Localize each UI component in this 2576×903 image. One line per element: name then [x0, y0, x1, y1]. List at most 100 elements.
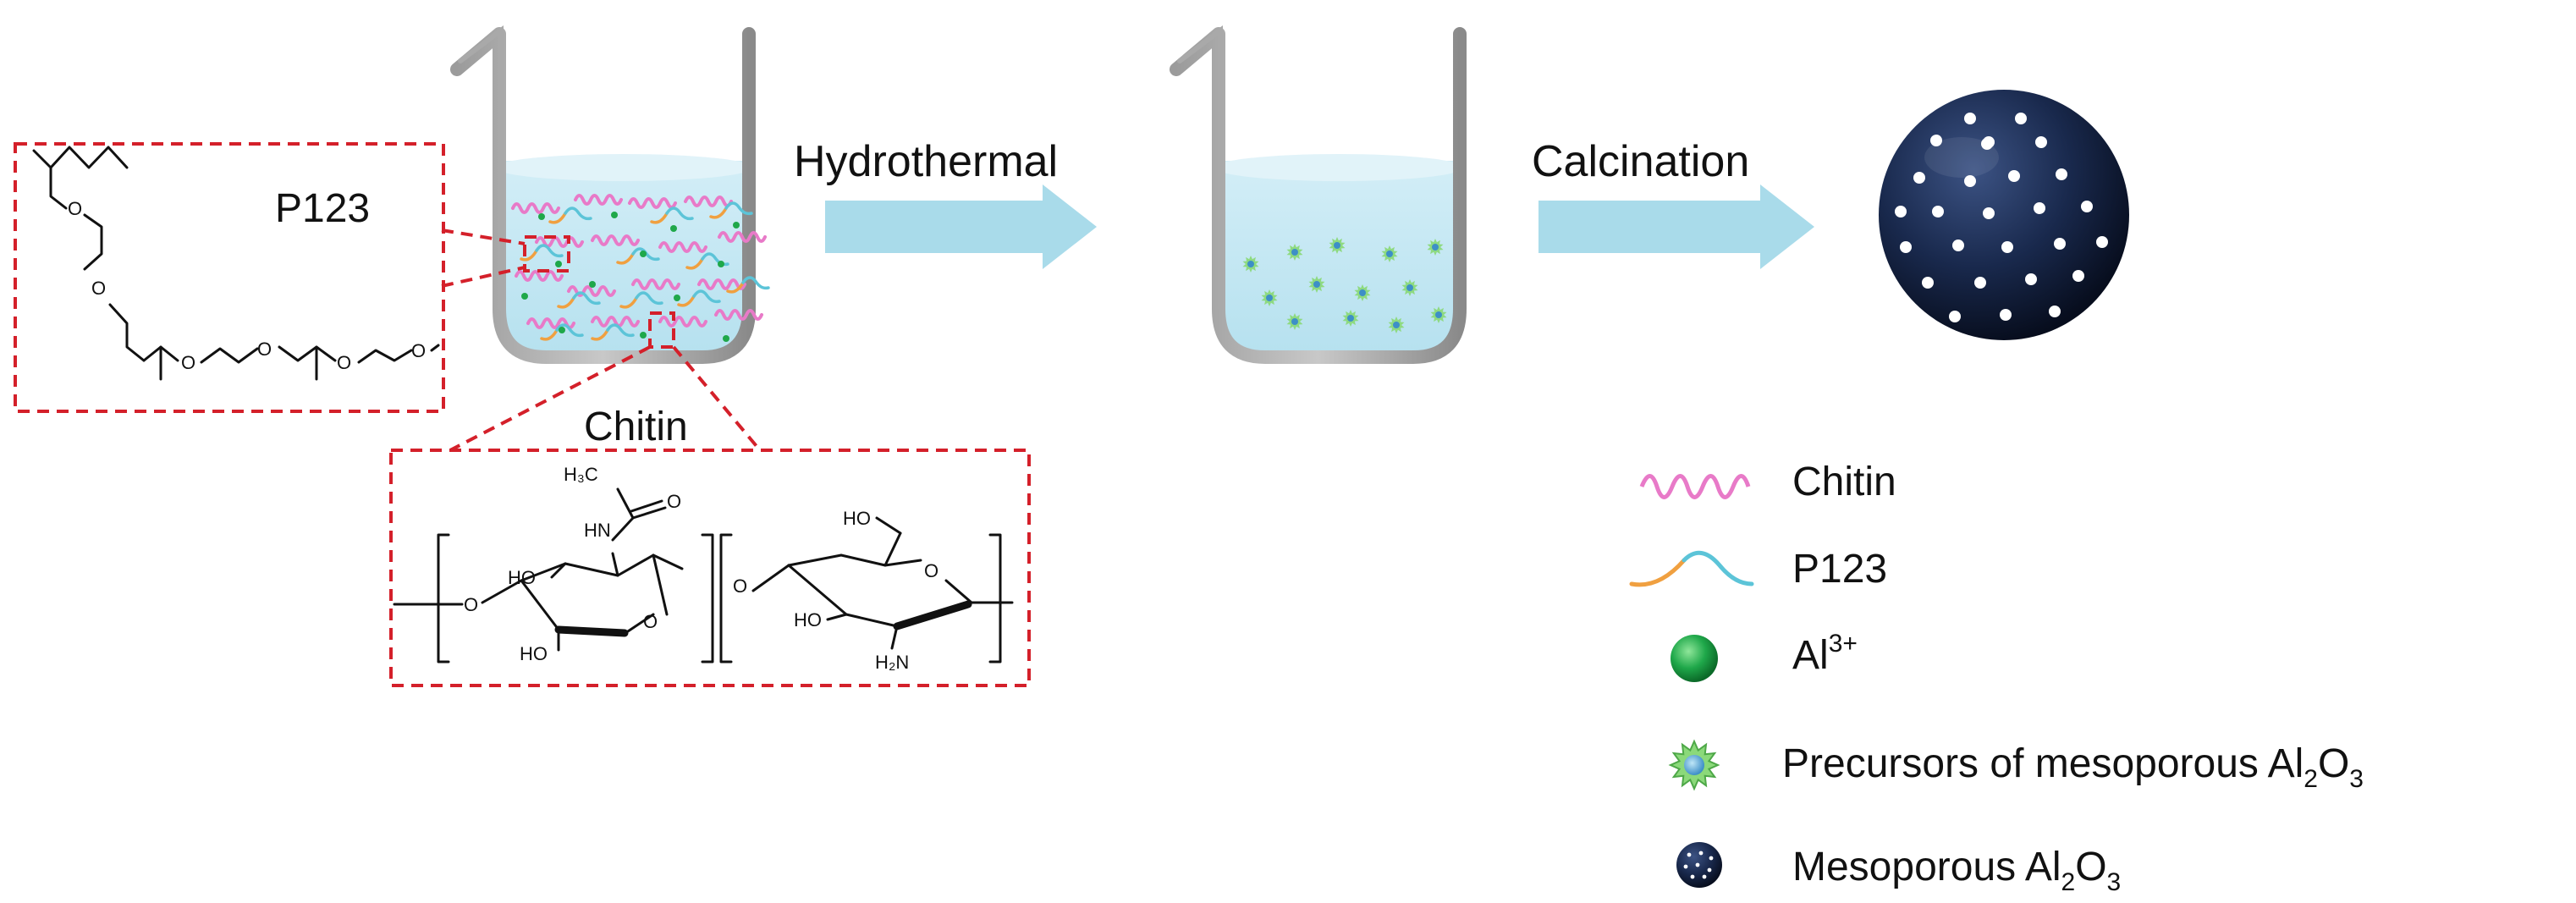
al-ion-dot	[589, 281, 596, 288]
sphere-pore	[1964, 175, 1976, 187]
chitin-wave	[511, 202, 560, 214]
chem-h3c: H₃C	[564, 464, 598, 485]
solution-middle-surface	[1214, 154, 1463, 181]
p123-oxygen-1: O	[68, 198, 82, 219]
green-sphere-icon	[1671, 635, 1718, 682]
sphere-pore	[2054, 238, 2066, 250]
precursor-particles	[1242, 237, 1447, 333]
sphere-pore	[2096, 236, 2108, 248]
chitin-structure: Chitin	[389, 405, 1031, 687]
sphere-pore	[1900, 241, 1912, 253]
al-ion-dot	[733, 222, 740, 229]
chem-o-ring-right: O	[924, 560, 938, 581]
sphere-pore	[1949, 311, 1961, 322]
al-ion-dot	[611, 212, 618, 218]
p123-curve	[741, 276, 770, 290]
p123-box-label: P123	[275, 186, 370, 231]
al-ion-dot	[640, 251, 647, 257]
legend-al-label: Al3+	[1792, 630, 1858, 678]
chitin-wave	[591, 234, 640, 246]
beaker-left	[450, 25, 770, 364]
legend-precursor-label: Precursors of mesoporous Al2O3	[1782, 741, 2364, 793]
sphere-pores	[1895, 113, 2108, 322]
sphere-pore	[2049, 306, 2061, 317]
p123-oxygen-6: O	[411, 340, 426, 361]
al-ion-dot	[640, 332, 647, 339]
chitin-box-label: Chitin	[584, 405, 688, 449]
legend: Chitin P123 Al3+ Precursors of mesoporou…	[1629, 460, 2364, 896]
sphere-pore	[2081, 201, 2093, 212]
calcination-label: Calcination	[1532, 137, 1749, 186]
legend-item-precursor: Precursors of mesoporous Al2O3	[1668, 739, 2364, 793]
al-ion-dot	[723, 335, 729, 342]
solution-left-surface	[495, 154, 752, 181]
chitin-callout-line-right	[672, 345, 762, 452]
chitin-wave	[658, 241, 707, 253]
p123-curve	[535, 244, 564, 258]
sphere-body	[1879, 90, 2129, 340]
sphere-pore	[1922, 277, 1934, 289]
sphere-pore	[1964, 113, 1976, 124]
sphere-pore	[2034, 202, 2045, 214]
sphere-pore	[2000, 309, 2012, 321]
legend-mesoporous-label: Mesoporous Al2O3	[1792, 845, 2121, 896]
p123-structure: P123 O O O O O O	[14, 142, 445, 413]
legend-item-p123: P123	[1629, 547, 1887, 592]
sphere-pore	[1932, 206, 1944, 217]
legend-p123-label: P123	[1792, 547, 1887, 592]
chitin-wave	[658, 316, 707, 328]
p123-oxygen-4: O	[257, 339, 272, 360]
chitin-wave	[697, 278, 746, 290]
chem-ho-right: HO	[794, 609, 822, 630]
sphere-pore	[1913, 172, 1925, 184]
chitin-wave	[718, 231, 767, 243]
chitin-wave	[574, 194, 623, 206]
chem-hn: HN	[584, 520, 611, 541]
p123-curve	[724, 201, 753, 216]
sphere-pore	[2056, 168, 2067, 180]
chitin-wave	[515, 270, 564, 282]
p123-curve	[606, 323, 635, 338]
p123-callout-line-top	[441, 229, 526, 245]
sphere-pore	[2015, 113, 2027, 124]
p123-curve	[555, 323, 584, 338]
beaker-middle	[1170, 25, 1467, 364]
chitin-wave	[526, 317, 575, 329]
chitin-wave	[591, 316, 640, 328]
p123-curve	[635, 291, 663, 306]
chitin-dashed-box	[389, 449, 1031, 687]
chitin-wave	[714, 309, 763, 321]
calcination-step: Calcination	[1532, 137, 1814, 269]
sphere-pore	[1930, 135, 1942, 146]
legend-chitin-label: Chitin	[1792, 460, 1896, 504]
mesoporous-sphere-icon	[1879, 90, 2129, 340]
p123-curve	[665, 206, 694, 221]
chitin-wave	[631, 278, 680, 290]
p123-callout-line-bottom	[441, 266, 526, 288]
hydrothermal-arrow-icon	[825, 184, 1097, 269]
chem-ho-bottom: HO	[520, 643, 548, 664]
chitin-wave	[628, 197, 677, 209]
legend-item-mesoporous: Mesoporous Al2O3	[1676, 842, 2121, 896]
p123-curve	[564, 206, 592, 221]
p123-curve	[572, 291, 601, 306]
solution-middle	[1214, 161, 1464, 354]
sphere-pore	[2035, 136, 2047, 148]
chitin-p123-mixture	[511, 194, 770, 342]
al-ion-dot	[670, 225, 677, 232]
al-ion-dot	[538, 213, 545, 220]
chem-h2n: H₂N	[875, 652, 909, 673]
p123-curve	[692, 289, 721, 304]
p123-callout-box	[523, 235, 570, 273]
chem-ho-top: HO	[508, 567, 536, 588]
sphere-pore	[2072, 270, 2084, 282]
chitin-wave	[535, 236, 584, 248]
p123-dashed-box	[14, 142, 445, 413]
al-ion-dot	[718, 261, 724, 267]
beaker-icon	[1170, 27, 1467, 364]
chitin-callout-box	[648, 311, 675, 349]
sphere-pore	[2008, 170, 2020, 182]
sphere-pore	[2025, 273, 2037, 285]
p123-oxygen-2: O	[91, 278, 106, 299]
